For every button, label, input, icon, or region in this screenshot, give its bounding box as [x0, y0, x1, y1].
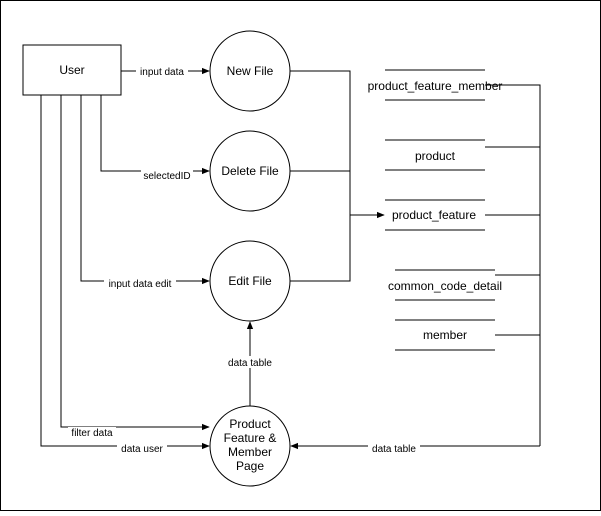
page-label-line-1: Product — [229, 417, 271, 431]
delete-file-label: Delete File — [221, 164, 279, 178]
store-common-code-detail-label: common_code_detail — [388, 279, 502, 293]
flow-data-table-left-label: data table — [372, 444, 416, 455]
user-label: User — [59, 63, 84, 77]
store-product-feature-member-label: product_feature_member — [368, 79, 503, 93]
store-member-label: member — [423, 328, 467, 342]
store-member[interactable]: member — [395, 319, 495, 351]
flow-input-data-edit-label: input data edit — [109, 279, 172, 290]
store-product-feature[interactable]: product_feature — [385, 199, 485, 231]
process-new-file[interactable]: New File — [209, 30, 291, 112]
page-label-line-2: Feature & — [224, 431, 277, 445]
new-file-label: New File — [227, 64, 274, 78]
store-common-code-detail[interactable]: common_code_detail — [388, 269, 502, 301]
flow-store-bus — [485, 84, 541, 446]
store-product-feature-member[interactable]: product_feature_member — [368, 69, 503, 101]
flow-new-file-merge — [290, 70, 351, 215]
flow-filter-data-label: filter data — [71, 428, 113, 439]
flow-data-table-up-label: data table — [228, 358, 272, 369]
flow-edit-file-merge — [290, 215, 351, 282]
flow-selected-id-label: selectedID — [143, 171, 190, 182]
store-product-label: product — [415, 149, 456, 163]
process-edit-file[interactable]: Edit File — [209, 240, 291, 322]
user-entity[interactable]: User — [22, 44, 122, 96]
page-label-line-4: Page — [236, 459, 264, 473]
flow-filter-data — [60, 95, 210, 431]
flow-input-data-label: input data — [140, 67, 184, 78]
flow-data-user-label: data user — [121, 444, 163, 455]
process-product-feature-member-page[interactable]: Product Feature & Member Page — [209, 405, 291, 487]
edit-file-label: Edit File — [228, 274, 272, 288]
process-delete-file[interactable]: Delete File — [209, 130, 291, 212]
page-label-line-3: Member — [228, 445, 272, 459]
store-product[interactable]: product — [385, 139, 485, 171]
store-product-feature-label: product_feature — [392, 208, 476, 222]
